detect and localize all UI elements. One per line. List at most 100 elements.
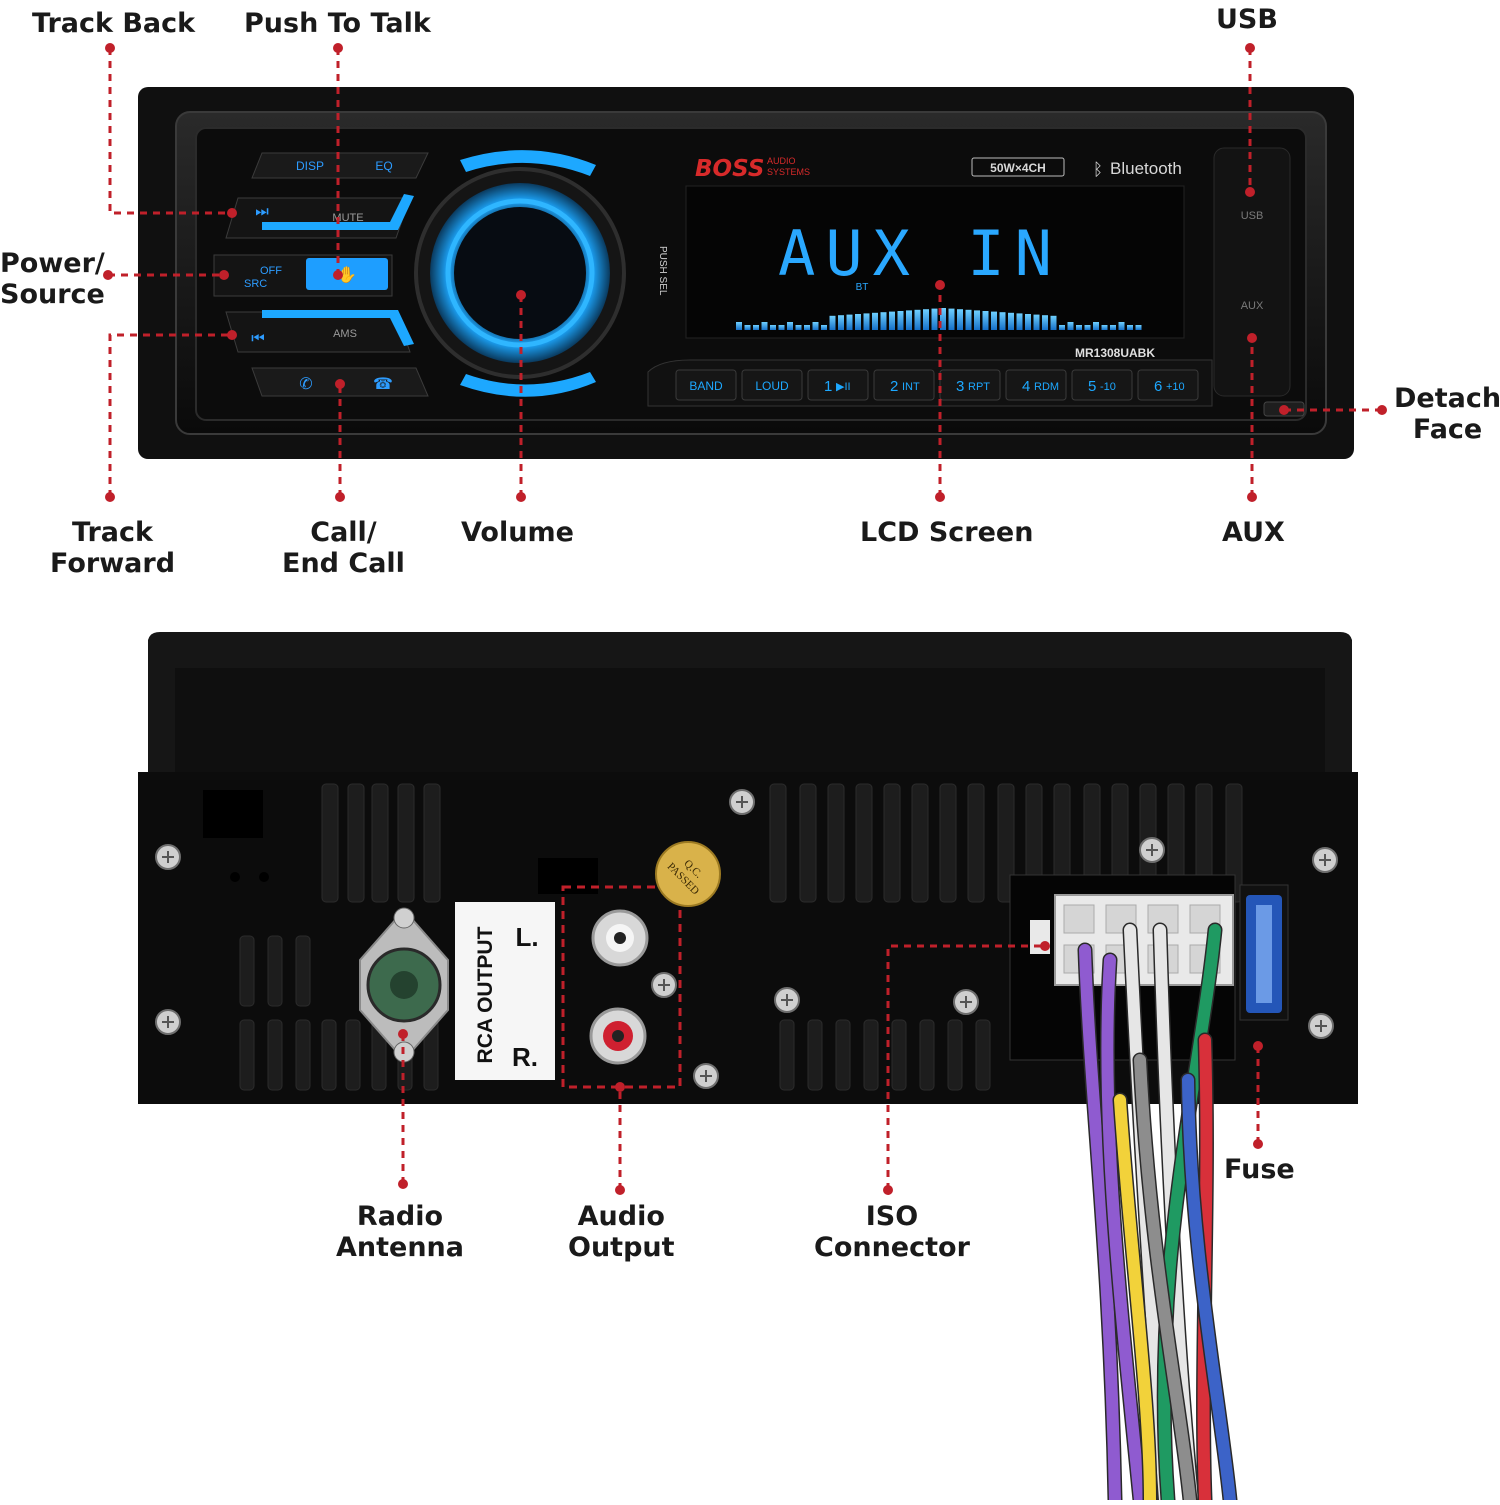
- fin: [883, 783, 901, 903]
- preset-label: INT: [902, 381, 920, 393]
- bluetooth-label: Bluetooth: [1110, 159, 1182, 178]
- preset-label: -10: [1100, 381, 1116, 393]
- eq-bar: [1042, 315, 1048, 330]
- eq-bar: [999, 312, 1006, 330]
- end-call-icon[interactable]: ☎: [373, 374, 393, 393]
- radio-antenna-socket: [359, 907, 449, 1063]
- preset-label: RPT: [968, 381, 990, 393]
- leader-line: [335, 379, 345, 502]
- callout-iso-connector: ISO Connector: [814, 1201, 970, 1263]
- eq-bar: [923, 309, 929, 330]
- preset-button[interactable]: 5 -10: [1071, 369, 1133, 401]
- leader-line: [1253, 1041, 1263, 1149]
- preset-label: +10: [1166, 381, 1185, 393]
- eq-bar: [821, 325, 827, 330]
- fin: [997, 783, 1015, 903]
- preset-button[interactable]: LOUD: [741, 369, 803, 401]
- fin: [891, 1019, 907, 1091]
- leader-line: [1279, 405, 1387, 415]
- screw: [651, 972, 677, 998]
- rca-right-jack[interactable]: [589, 1007, 647, 1065]
- leader-line: [103, 270, 229, 280]
- eq-bar: [804, 325, 810, 330]
- qc-passed-sticker: Q.C. PASSED: [655, 841, 721, 907]
- fin: [295, 935, 311, 1007]
- screw: [953, 989, 979, 1015]
- rca-left-jack[interactable]: [591, 909, 649, 967]
- screws: [155, 789, 1338, 1089]
- fin: [267, 1019, 283, 1091]
- ams-button[interactable]: AMS: [333, 328, 357, 340]
- preset-number: 3: [956, 378, 964, 395]
- screw: [1308, 1013, 1334, 1039]
- iso-pin: [1063, 904, 1095, 934]
- preset-label: LOUD: [755, 379, 789, 393]
- leader-line: [333, 43, 343, 280]
- preset-button[interactable]: 3 RPT: [939, 369, 1001, 401]
- eq-bar: [1008, 312, 1014, 330]
- eq-bar: [838, 315, 844, 330]
- eq-bar: [1025, 314, 1031, 330]
- preset-number: 5: [1088, 378, 1096, 395]
- eq-bar: [965, 309, 972, 330]
- eq-bar: [1118, 322, 1125, 330]
- track-back-icon[interactable]: ⏮: [251, 329, 265, 347]
- callout-usb: USB: [1216, 4, 1278, 35]
- leader-line: [935, 280, 945, 502]
- fuse[interactable]: [1239, 884, 1289, 1021]
- mic-icon: ✋: [337, 265, 357, 284]
- call-icon[interactable]: ✆: [299, 374, 312, 393]
- eq-bar: [880, 312, 887, 330]
- wire: [1079, 944, 1121, 1505]
- screw: [774, 987, 800, 1013]
- eq-bar: [906, 310, 912, 330]
- src-button[interactable]: SRC: [244, 278, 267, 290]
- eq-bar: [940, 308, 946, 330]
- eq-bar: [931, 308, 938, 330]
- fin: [769, 783, 787, 903]
- leader-line: [105, 43, 237, 218]
- push-to-talk-button[interactable]: [306, 258, 388, 290]
- mute-button[interactable]: MUTE: [332, 212, 363, 224]
- callout-fuse: Fuse: [1224, 1154, 1295, 1185]
- fin: [371, 783, 389, 903]
- preset-number: 1: [824, 378, 832, 395]
- callout-audio-output: Audio Output: [568, 1201, 675, 1263]
- preset-number: 4: [1022, 378, 1030, 395]
- eq-bar: [1016, 313, 1023, 330]
- callout-detach-face: Detach Face: [1394, 383, 1500, 445]
- wire: [1114, 1094, 1156, 1505]
- preset-button[interactable]: 1 ▶II: [807, 369, 869, 401]
- eq-bar: [812, 322, 819, 330]
- preset-label: RDM: [1034, 381, 1059, 393]
- fin: [939, 783, 957, 903]
- disp-button[interactable]: DISP: [296, 159, 324, 173]
- preset-label: ▶II: [836, 381, 851, 393]
- eq-bar: [872, 312, 878, 330]
- volume-knob[interactable]: [414, 150, 626, 397]
- leader-line: [615, 1082, 625, 1195]
- lcd-main-text: AUX IN: [778, 217, 1062, 290]
- brand-sub-audio: AUDIO: [767, 156, 796, 166]
- push-sel-label: PUSH SEL: [657, 246, 668, 296]
- callout-lcd-screen: LCD Screen: [860, 517, 1034, 548]
- wire: [1134, 1054, 1196, 1505]
- wire-harness: [1077, 922, 1238, 1505]
- preset-button[interactable]: 6+10: [1137, 369, 1199, 401]
- fin: [321, 783, 339, 903]
- eq-bar: [829, 315, 836, 330]
- left-channel-label: L.: [515, 922, 538, 952]
- fin: [947, 1019, 963, 1091]
- lcd-bt-indicator: BT: [856, 282, 869, 293]
- fin: [807, 1019, 823, 1091]
- eq-bar: [974, 310, 980, 330]
- preset-button[interactable]: BAND: [675, 369, 737, 401]
- fin: [239, 1019, 255, 1091]
- fin: [855, 783, 873, 903]
- track-forward-icon[interactable]: ⏭: [255, 202, 269, 220]
- eq-button[interactable]: EQ: [375, 159, 392, 173]
- eq-bar: [1059, 325, 1065, 330]
- preset-button[interactable]: 4 RDM: [1005, 369, 1067, 401]
